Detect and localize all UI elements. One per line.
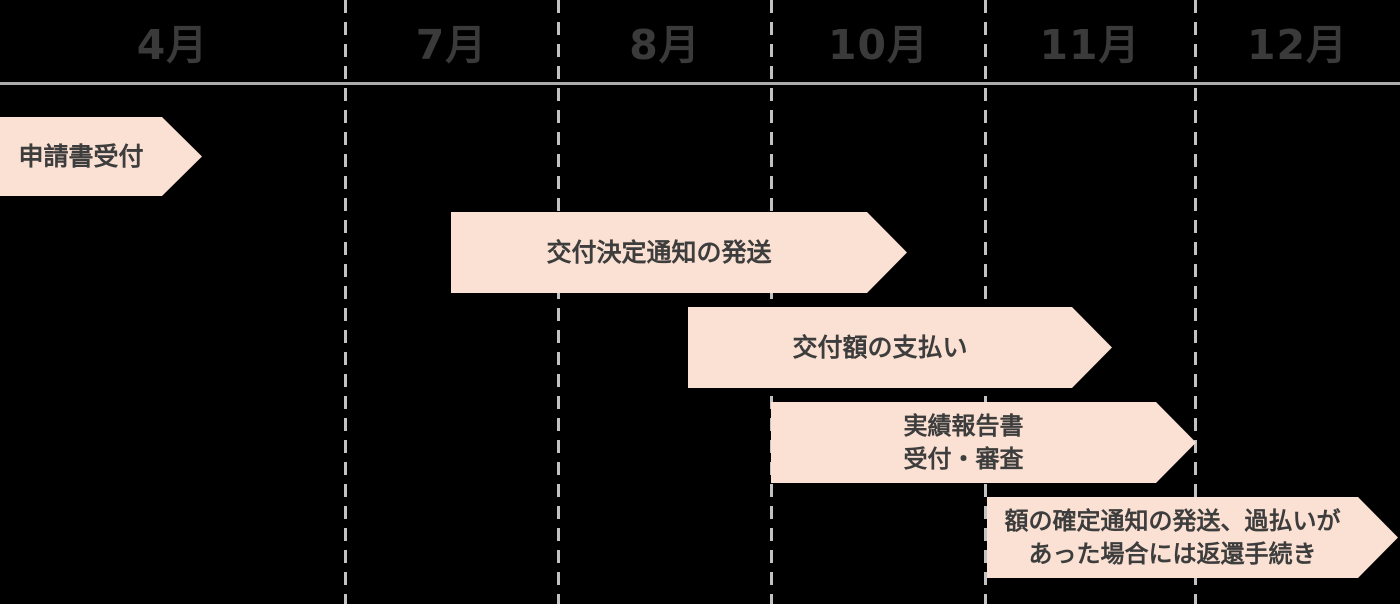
task-bar-label: 実績報告書	[903, 411, 1024, 440]
month-label-july: 7月	[415, 21, 488, 69]
task-bar-amount-confirmation-refund: 額の確定通知の発送、過払いが あった場合には返還手続き	[987, 497, 1398, 578]
task-bar-grant-payment: 交付額の支払い	[688, 307, 1112, 388]
task-bar-label: 受付・審査	[903, 444, 1024, 473]
month-label-august: 8月	[629, 21, 701, 69]
gridline-november	[984, 0, 987, 604]
task-bar-label: 交付額の支払い	[792, 333, 968, 362]
task-bar-label: 額の確定通知の発送、過払いが	[1004, 506, 1341, 535]
task-bar-application-reception: 申請書受付	[0, 117, 202, 196]
task-bar-label: 申請書受付	[18, 142, 144, 171]
month-label-november: 11月	[1039, 21, 1141, 69]
task-bar-label: あった場合には返還手続き	[1028, 539, 1317, 568]
gridline-december	[1194, 0, 1197, 604]
month-label-december: 12月	[1246, 21, 1349, 69]
task-bar-performance-report-review: 実績報告書 受付・審査	[771, 402, 1196, 483]
gridline-july	[344, 0, 347, 604]
gridline-august	[557, 0, 560, 604]
month-label-october: 10月	[827, 21, 930, 69]
timeline-axis-line	[0, 82, 1400, 85]
task-bar-label: 交付決定通知の発送	[546, 238, 772, 267]
task-bar-grant-decision-notice: 交付決定通知の発送	[451, 212, 907, 293]
month-label-april: 4月	[136, 21, 209, 69]
gridline-october	[770, 0, 773, 604]
